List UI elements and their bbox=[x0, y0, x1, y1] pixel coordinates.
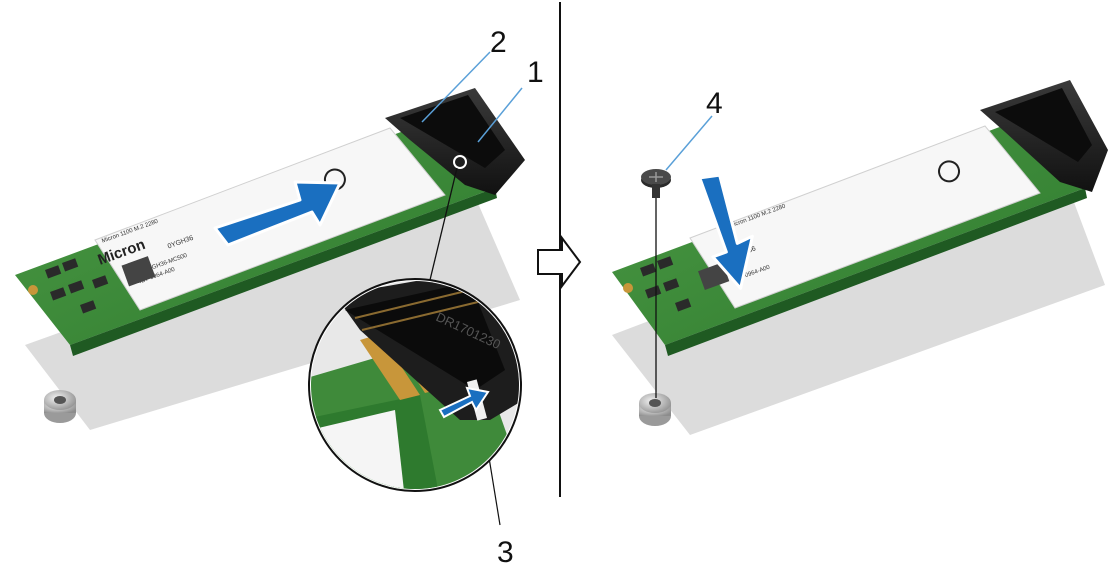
right-panel: Micron 1100 M.2 2280 0YGH36 4B7-0964-A00 bbox=[612, 80, 1108, 435]
m2-connector-slot-left bbox=[400, 95, 505, 168]
callout-number-3: 3 bbox=[497, 536, 514, 569]
callout-leader-2 bbox=[421, 51, 491, 123]
zoom-leader bbox=[429, 167, 458, 281]
ssd-board-edge-right bbox=[665, 188, 1087, 356]
left-panel: Micron Micron 1100 M.2 2280 0YGH36 CN-0Y… bbox=[15, 26, 544, 569]
callout-leader-1 bbox=[477, 87, 523, 143]
zoom-anchor bbox=[453, 155, 467, 169]
qr-code-left bbox=[121, 256, 156, 287]
m2-connector-slot-right bbox=[995, 88, 1092, 162]
ssd-board-edge-left bbox=[70, 188, 497, 356]
callout-number-2: 2 bbox=[490, 26, 507, 59]
callout-number-4: 4 bbox=[706, 87, 723, 120]
zoom-push-arrow-icon bbox=[438, 386, 490, 419]
standoff-icon bbox=[44, 390, 76, 423]
mount-hole-left bbox=[28, 285, 38, 295]
screw-icon bbox=[641, 169, 671, 198]
zoom-detail: DR1701230 bbox=[308, 278, 522, 492]
press-arrow-icon bbox=[698, 173, 754, 290]
ssd-label-right bbox=[689, 125, 1041, 309]
ce-mark-right bbox=[938, 160, 961, 183]
next-step-arrow-icon bbox=[537, 235, 582, 289]
ssd-components-right bbox=[639, 256, 692, 312]
ssd-shadow-left bbox=[25, 185, 520, 430]
callout-number-1: 1 bbox=[527, 56, 544, 89]
push-arrow-icon bbox=[213, 180, 342, 247]
ssd-components-left bbox=[45, 258, 109, 314]
standoff-right bbox=[639, 393, 671, 426]
mount-hole-right bbox=[623, 283, 633, 293]
qr-code-right bbox=[698, 262, 730, 291]
callout-leader-4 bbox=[665, 115, 713, 171]
